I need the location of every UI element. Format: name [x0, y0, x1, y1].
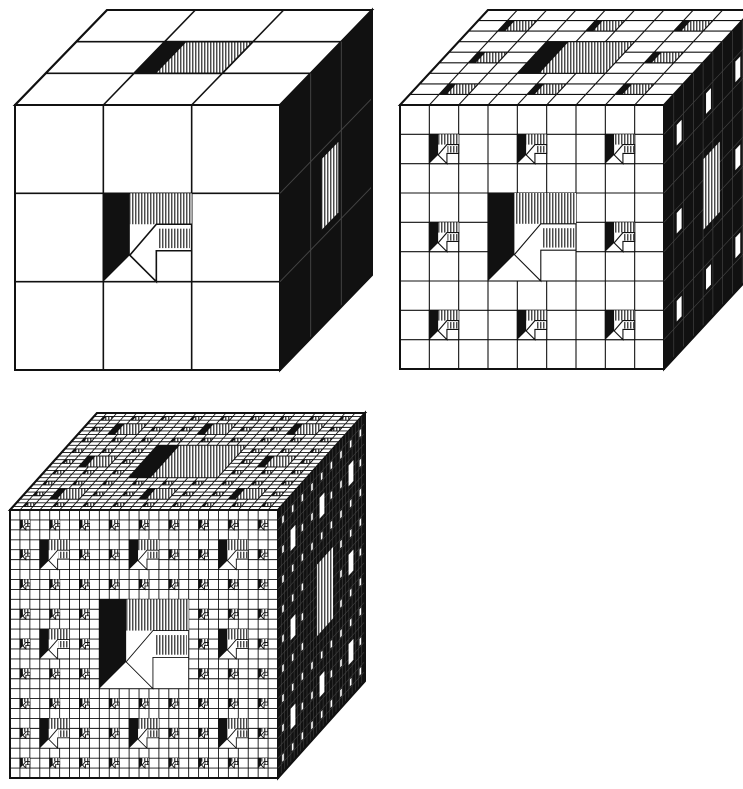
- front-hole: [79, 609, 89, 619]
- front-hole: [20, 609, 30, 619]
- front-hole: [79, 669, 89, 679]
- front-hole: [109, 579, 119, 589]
- front-hole: [109, 728, 119, 738]
- cube-level-1: [15, 10, 372, 370]
- front-hole: [228, 579, 238, 589]
- front-hole: [429, 134, 458, 163]
- cube-level-3: [10, 413, 365, 778]
- front-hole: [199, 609, 209, 619]
- front-hole: [258, 609, 268, 619]
- front-hole: [605, 134, 634, 163]
- front-face: [400, 105, 664, 369]
- front-hole: [79, 758, 89, 768]
- front-hole: [50, 520, 60, 530]
- front-hole: [99, 599, 188, 688]
- front-hole: [139, 579, 149, 589]
- front-hole: [139, 520, 149, 530]
- front-hole: [109, 520, 119, 530]
- front-hole: [20, 669, 30, 679]
- front-hole: [139, 758, 149, 768]
- front-hole: [129, 540, 159, 570]
- front-hole: [169, 758, 179, 768]
- front-hole: [258, 579, 268, 589]
- front-hole: [169, 550, 179, 560]
- front-hole: [429, 222, 458, 251]
- front-hole: [40, 540, 70, 570]
- front-hole: [218, 718, 248, 748]
- front-hole: [139, 699, 149, 709]
- front-hole: [429, 310, 458, 339]
- front-hole: [50, 609, 60, 619]
- front-face: [15, 105, 280, 370]
- front-hole: [199, 579, 209, 589]
- front-hole: [40, 718, 70, 748]
- front-hole: [199, 699, 209, 709]
- front-hole: [199, 758, 209, 768]
- front-hole: [50, 669, 60, 679]
- front-hole: [129, 718, 159, 748]
- front-hole: [199, 669, 209, 679]
- front-hole: [20, 520, 30, 530]
- front-hole: [488, 193, 576, 281]
- front-hole: [517, 310, 546, 339]
- front-hole: [258, 550, 268, 560]
- front-hole: [169, 579, 179, 589]
- front-hole: [79, 639, 89, 649]
- front-hole: [103, 193, 191, 281]
- front-hole: [258, 669, 268, 679]
- front-hole: [199, 639, 209, 649]
- front-hole: [228, 758, 238, 768]
- front-hole: [218, 540, 248, 570]
- front-hole: [228, 520, 238, 530]
- front-hole: [258, 520, 268, 530]
- front-hole: [20, 758, 30, 768]
- front-hole: [109, 550, 119, 560]
- front-hole: [258, 639, 268, 649]
- front-hole: [79, 728, 89, 738]
- front-hole: [50, 699, 60, 709]
- front-hole: [169, 520, 179, 530]
- front-hole: [20, 728, 30, 738]
- front-hole: [605, 310, 634, 339]
- front-hole: [109, 758, 119, 768]
- front-hole: [218, 629, 248, 659]
- front-hole: [517, 134, 546, 163]
- front-hole: [258, 699, 268, 709]
- front-hole: [79, 699, 89, 709]
- front-hole: [20, 579, 30, 589]
- front-hole: [50, 758, 60, 768]
- front-hole: [169, 699, 179, 709]
- front-hole: [79, 520, 89, 530]
- front-hole: [20, 639, 30, 649]
- front-hole: [228, 699, 238, 709]
- front-hole: [258, 758, 268, 768]
- cube-level-2: [400, 10, 743, 369]
- front-hole: [169, 728, 179, 738]
- front-hole: [40, 629, 70, 659]
- front-hole: [50, 579, 60, 589]
- front-hole: [79, 579, 89, 589]
- front-hole: [20, 699, 30, 709]
- front-hole: [109, 699, 119, 709]
- front-hole: [605, 222, 634, 251]
- front-hole: [79, 550, 89, 560]
- front-hole: [258, 728, 268, 738]
- front-hole: [228, 609, 238, 619]
- front-hole: [20, 550, 30, 560]
- front-hole: [228, 669, 238, 679]
- front-face: [10, 510, 278, 778]
- front-hole: [199, 728, 209, 738]
- front-hole: [199, 520, 209, 530]
- front-hole: [199, 550, 209, 560]
